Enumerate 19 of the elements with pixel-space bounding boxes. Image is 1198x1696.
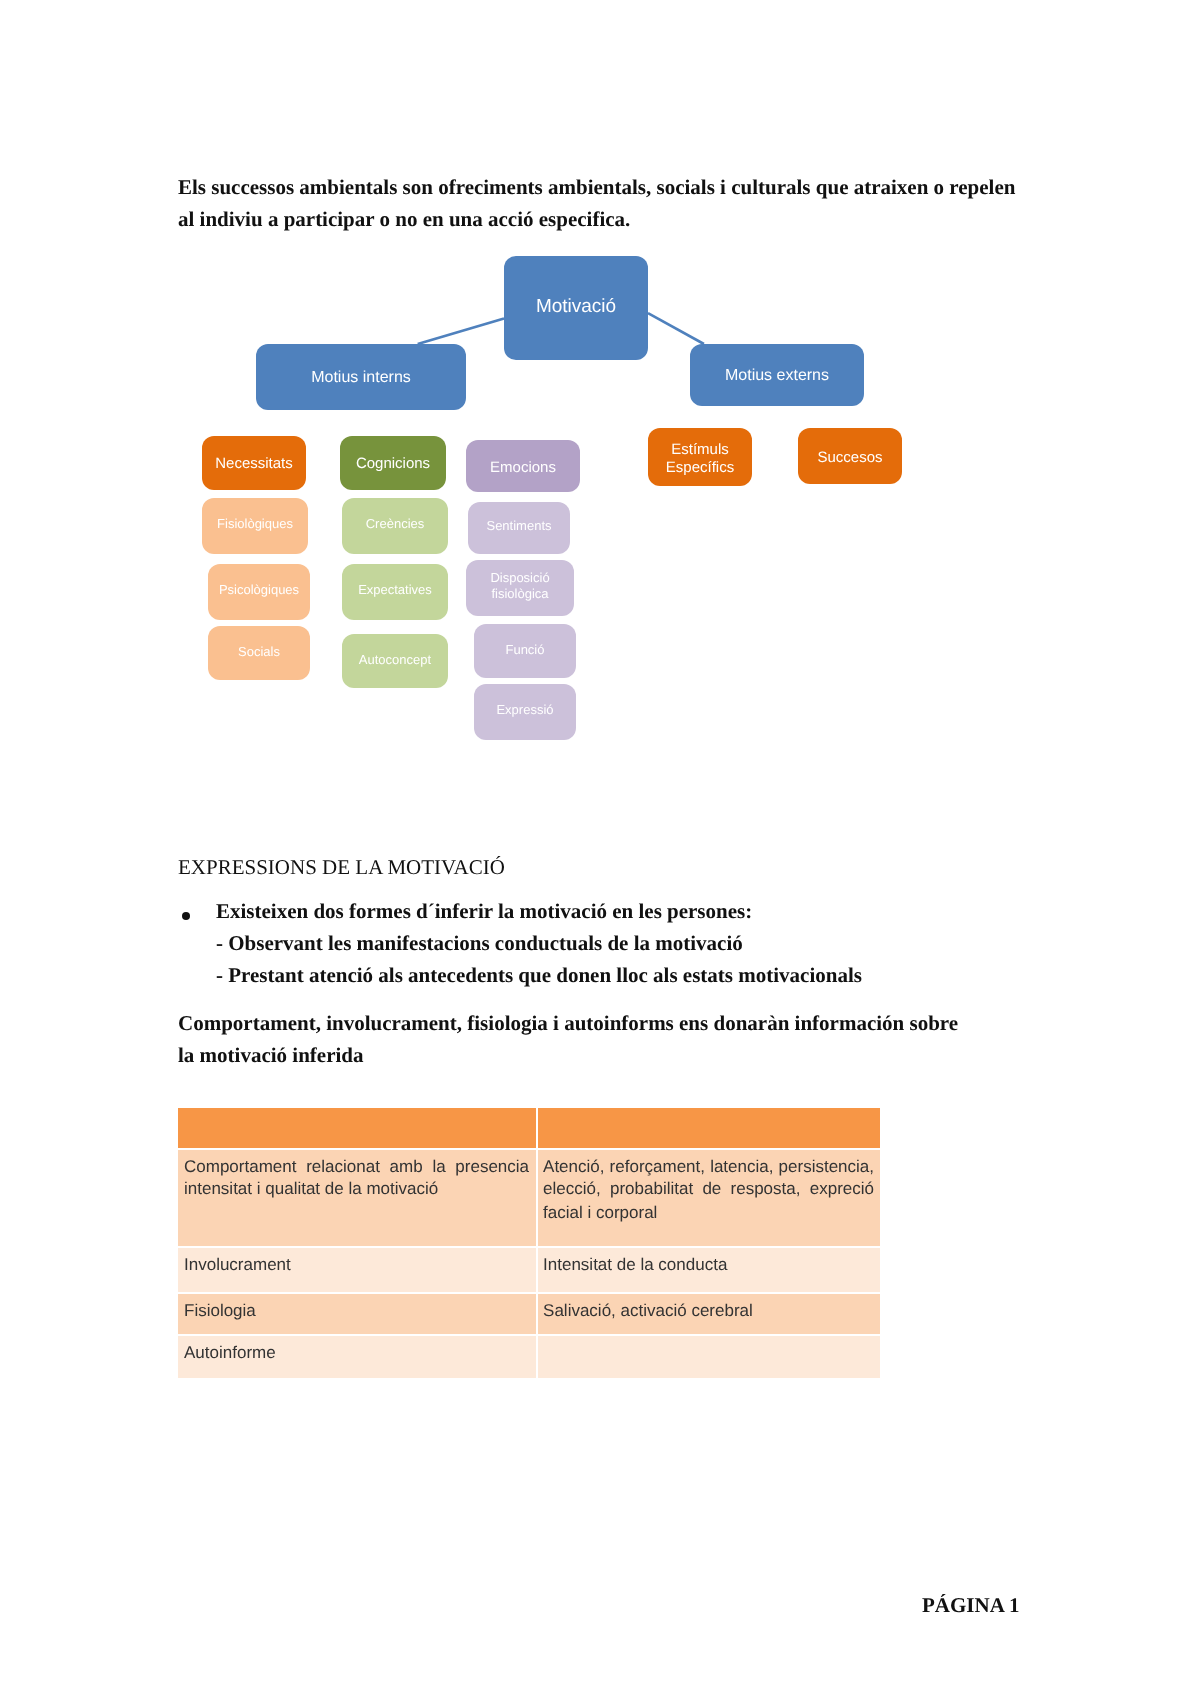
body-paragraph: Els successos ambientals son ofreciments ambientals, socials i culturals que atraixen o repelen al indiviu a participar o no en una acció especifica. — [178, 176, 1018, 236]
list-item-text: - Prestant atenció als antecedents que donen lloc als estats motivacionals — [216, 964, 862, 992]
branch-box: Motius interns — [256, 344, 466, 410]
branch-box: Motius externs — [690, 344, 864, 406]
bullet-text: Existeixen dos formes d´inferir la motivació en les persones: — [216, 900, 753, 928]
table-cell: Involucrament — [177, 1247, 537, 1293]
table-cell: Intensitat de la conducta — [536, 1247, 881, 1293]
list-item-text: - Observant les manifestacions conductuals de la motivació — [216, 932, 743, 960]
topic-box: Motivació — [504, 256, 648, 360]
table-cell: Salivació, activació cerebral — [536, 1293, 881, 1335]
table-cell: Comportament relacionat amb la presencia intensitat i qualitat de la motivació — [177, 1149, 537, 1247]
connector-line — [647, 312, 705, 346]
table-cell: Fisiologia — [177, 1293, 537, 1335]
table-cell: Autoinforme — [177, 1335, 537, 1379]
table-cell: Atenció, reforçament, latencia, persistencia, elecció, probabilitat de resposta, expreció facial i corporal — [536, 1149, 881, 1247]
page-number: PÁGINA 1 — [922, 1592, 1020, 1622]
connector-line — [417, 317, 505, 346]
body-paragraph: Comportament, involucrament, fisiologia i autoinforms ens donaràn información sobre la motivació inferida — [178, 1012, 961, 1072]
section-heading: EXPRESSIONS DE LA MOTIVACIÓ — [178, 854, 505, 884]
